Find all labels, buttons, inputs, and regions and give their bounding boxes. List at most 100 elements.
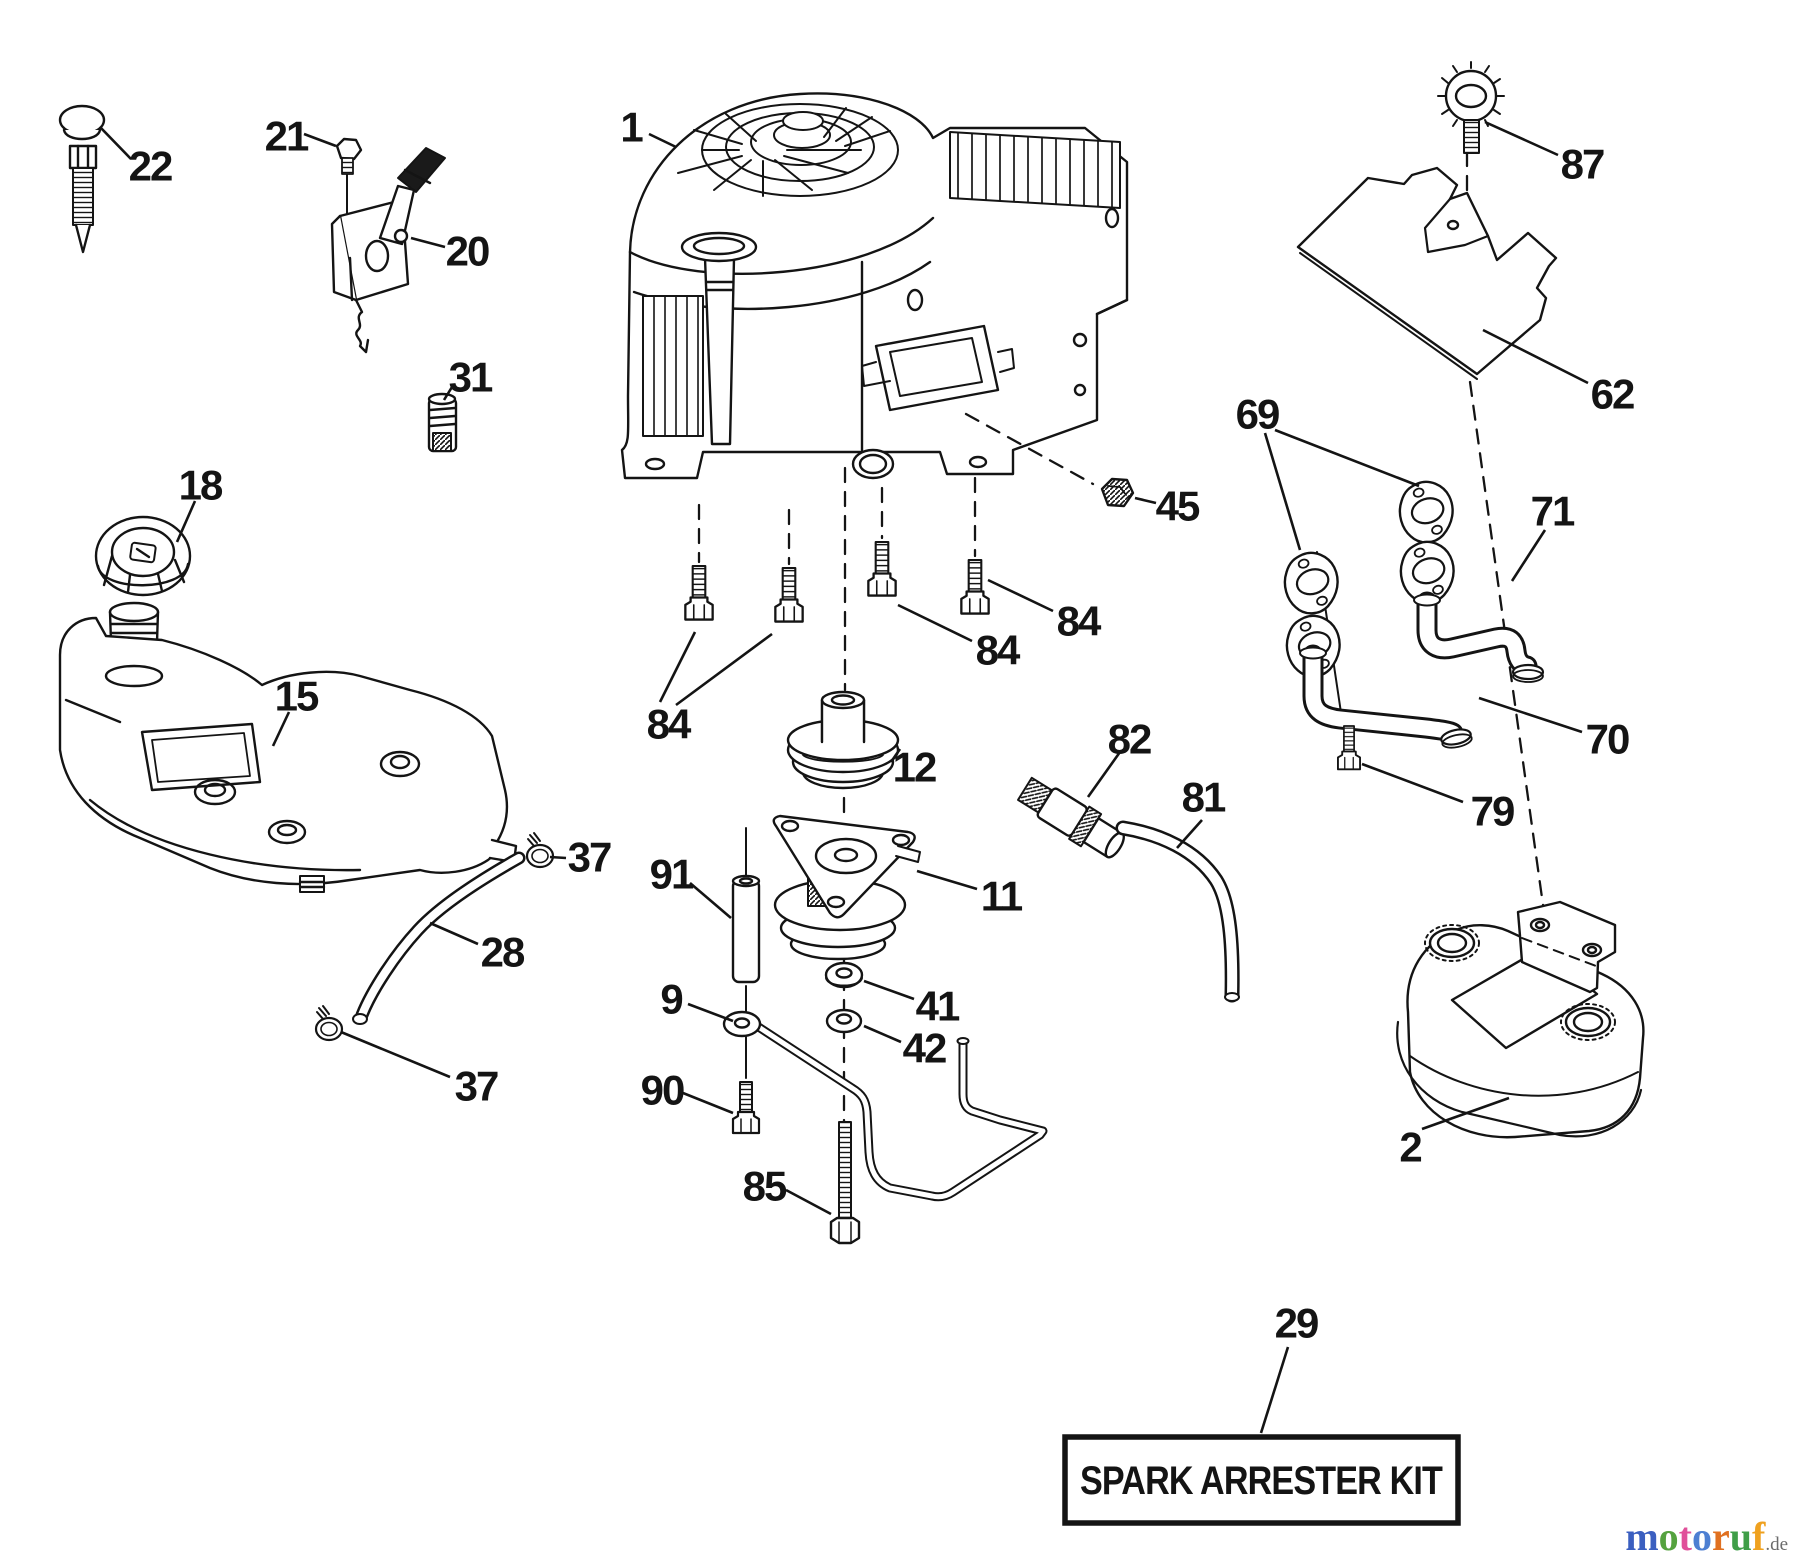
leader-line-42	[863, 1024, 902, 1044]
part-label-70: 70	[1586, 716, 1629, 763]
bolt-21	[335, 137, 363, 175]
exhaust-pipe-71	[1413, 591, 1545, 683]
leader-line-28	[429, 921, 479, 946]
part-label-71: 71	[1531, 488, 1575, 535]
watermark-suffix: .de	[1765, 1534, 1788, 1555]
leader-line-69	[1274, 428, 1420, 488]
part-label-87: 87	[1561, 141, 1604, 188]
watermark-letter: r	[1711, 1514, 1730, 1559]
engine-bolt-84-3	[867, 540, 897, 597]
hose-clamp-lower	[314, 1004, 344, 1042]
watermark-letter: f	[1751, 1514, 1766, 1559]
fan-grille	[677, 103, 899, 197]
leader-line-1	[648, 132, 677, 149]
bolt-85	[829, 1121, 861, 1245]
part-label-12: 12	[893, 744, 936, 791]
leader-line-87	[1484, 120, 1559, 157]
part-label-90: 90	[641, 1067, 684, 1114]
ignition-module	[861, 324, 1015, 412]
watermark-logo: motoruf.de	[1625, 1517, 1788, 1557]
leader-line-21	[303, 132, 337, 148]
engine-bolt-84-1	[684, 564, 714, 621]
leader-line-2	[1421, 1096, 1510, 1131]
leader-line-62	[1482, 328, 1589, 385]
heat-shield	[1296, 166, 1558, 380]
part-label-37: 37	[568, 834, 611, 881]
part-label-11: 11	[981, 873, 1023, 920]
part-label-31: 31	[449, 354, 493, 401]
part-label-9: 9	[660, 976, 682, 1023]
anti-rotation-rod	[722, 1010, 1048, 1202]
drain-hose	[1115, 820, 1240, 1003]
engine-assembly	[620, 92, 1129, 480]
watermark-letter: m	[1625, 1514, 1659, 1559]
leader-line-18	[175, 500, 197, 543]
leader-line-84	[987, 578, 1054, 613]
watermark-letter: u	[1729, 1514, 1752, 1559]
part-label-91: 91	[650, 851, 694, 898]
part-label-84: 84	[976, 627, 1021, 674]
part-label-69: 69	[1236, 391, 1279, 438]
engine-bolt-84-4	[960, 558, 990, 615]
muffler	[1396, 900, 1645, 1139]
part-label-37: 37	[455, 1063, 498, 1110]
leader-line-41	[863, 979, 915, 1001]
knob-screw-87	[1437, 61, 1505, 154]
leader-line-84	[658, 631, 697, 703]
washer-41	[824, 961, 864, 989]
leader-line-84	[897, 603, 973, 643]
part-label-20: 20	[446, 228, 489, 275]
leader-line-12	[889, 748, 902, 763]
part-label-2: 2	[1399, 1124, 1421, 1171]
part-label-41: 41	[916, 983, 960, 1030]
bolt-79	[1336, 724, 1362, 771]
fuel-tank	[58, 601, 518, 893]
pulley	[786, 690, 900, 790]
kit-box-label: SPARK ARRESTER KIT	[1080, 1459, 1442, 1503]
nut-45	[1100, 477, 1135, 508]
leader-line-91	[689, 882, 732, 919]
exhaust-gasket-1	[1390, 474, 1463, 550]
leader-line-37	[549, 855, 567, 860]
part-label-18: 18	[179, 462, 223, 509]
leader-line-45	[1134, 496, 1157, 505]
engine-bolt-84-2	[774, 566, 804, 623]
part-label-45: 45	[1156, 483, 1200, 530]
part-label-62: 62	[1591, 371, 1634, 418]
leader-line-37	[340, 1030, 451, 1079]
part-label-79: 79	[1471, 788, 1514, 835]
part-label-28: 28	[481, 929, 525, 976]
hose-clamp-upper	[525, 831, 555, 869]
part-label-85: 85	[743, 1163, 787, 1210]
leader-line-69	[1263, 432, 1302, 551]
exhaust-gasket-3	[1275, 545, 1348, 621]
choke-knob	[58, 104, 106, 254]
leader-line-9	[687, 1002, 734, 1023]
leader-line-84	[675, 632, 773, 707]
leader-line-29	[1259, 1346, 1290, 1434]
kit-box: SPARK ARRESTER KIT	[1062, 1434, 1461, 1526]
leader-line-70	[1478, 696, 1583, 734]
watermark-letter: o	[1691, 1514, 1712, 1559]
leader-line-31	[442, 386, 454, 401]
fuel-cap	[94, 515, 192, 597]
fuel-line	[352, 851, 526, 1025]
leader-line-90	[682, 1091, 734, 1115]
throttle-control	[330, 147, 446, 354]
fuel-valve	[1017, 776, 1126, 859]
leader-line-15	[271, 711, 291, 747]
leader-line-81	[1176, 819, 1203, 849]
part-label-42: 42	[903, 1025, 946, 1072]
part-label-82: 82	[1108, 716, 1151, 763]
part-label-84: 84	[1057, 598, 1102, 645]
spacer-tube	[731, 874, 761, 984]
washer-42	[825, 1008, 863, 1034]
leader-line-20	[410, 236, 446, 249]
callout-layer: 1222120311815372837919908584848412114142…	[99, 104, 1636, 1434]
bolt-90	[731, 1080, 761, 1135]
part-label-84: 84	[647, 701, 692, 748]
leader-line-11	[916, 869, 978, 891]
part-label-29: 29	[1275, 1300, 1318, 1347]
